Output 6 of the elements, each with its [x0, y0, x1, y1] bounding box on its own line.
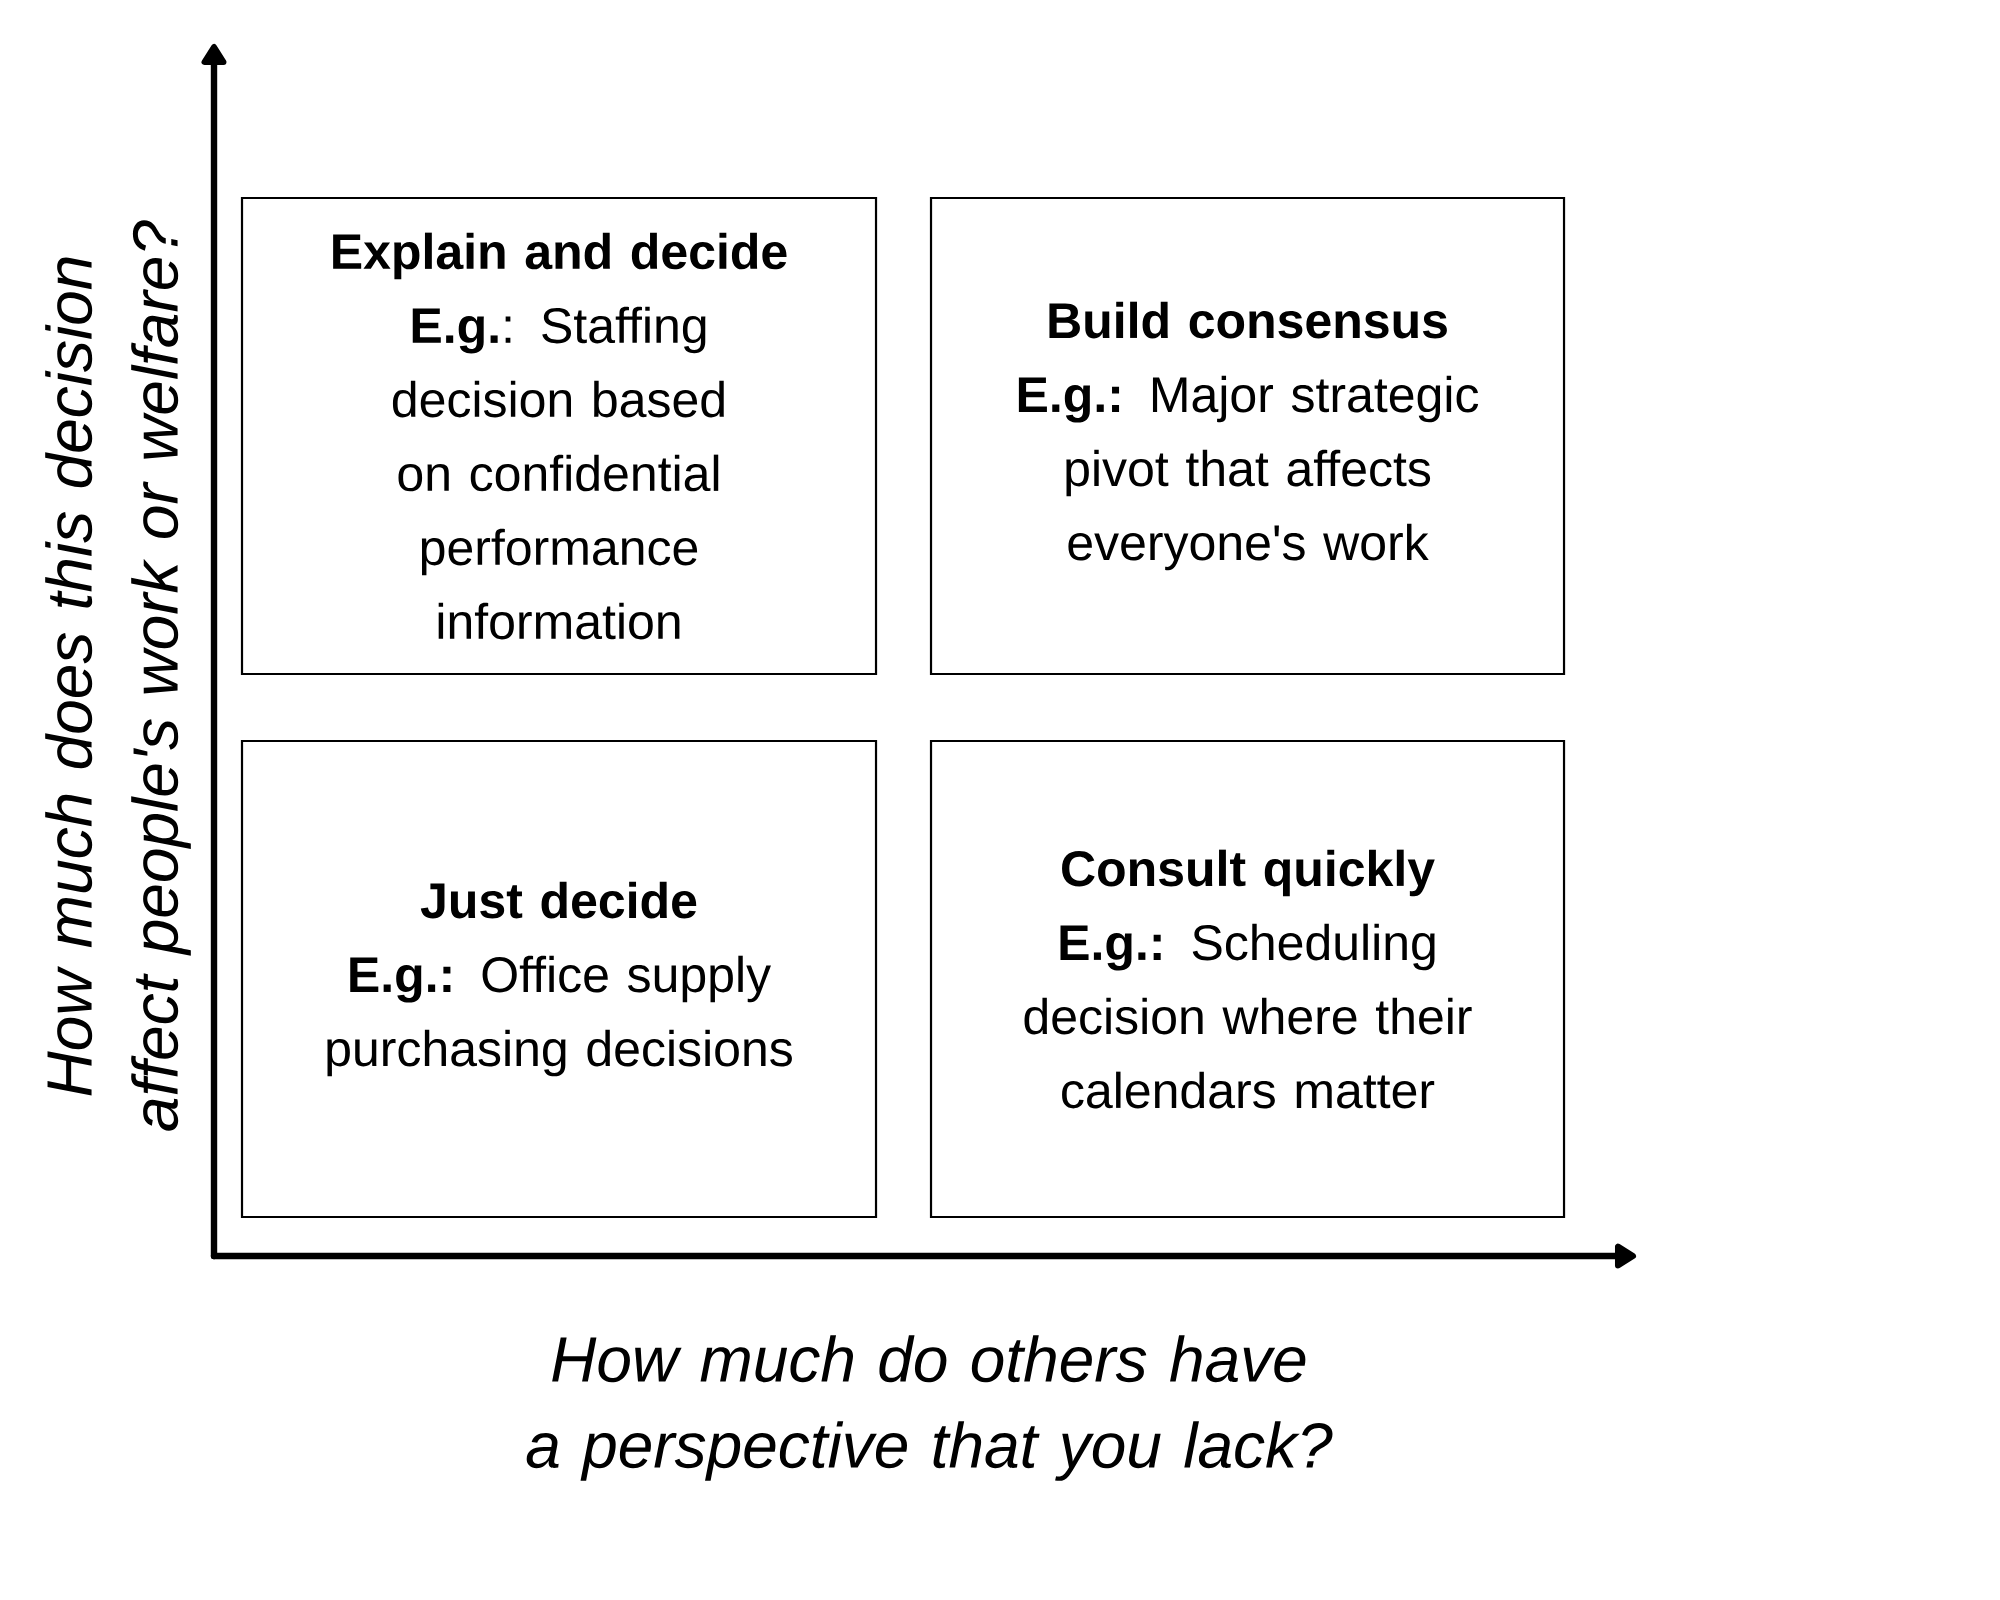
axis-title: How much does this decision affect people's work or welfare? [45, 220, 191, 1131]
quadrant-box: Consult quickly E.g.: Scheduling decision where their calendars matter [929, 739, 1566, 1219]
quadrant-box: Just decide E.g.: Office supply purchasing decisions [240, 739, 878, 1219]
quadrant-box: Build consensus E.g.: Major strategic pivot that affects everyone's work [929, 196, 1566, 676]
axis-title: How much do others have a perspective that you lack? [526, 1335, 1333, 1481]
quadrant-box: Explain and decide E.g.: Staffing decision based on confidential performance information [240, 196, 878, 676]
